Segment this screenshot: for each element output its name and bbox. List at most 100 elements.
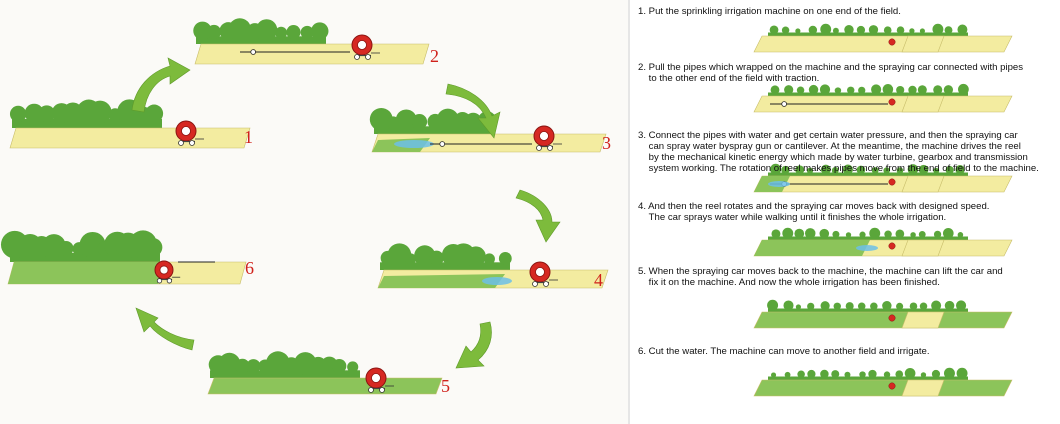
- hedge: [768, 172, 968, 176]
- irrigation-machine: [365, 367, 394, 393]
- water-spray: [856, 245, 878, 251]
- step-2-text: 2. Pull the pipes which wrapped on the m…: [638, 62, 1024, 84]
- tree: [797, 370, 805, 379]
- step-irrigated: [754, 240, 870, 256]
- step-scene: [753, 23, 1013, 53]
- wheel: [532, 281, 538, 287]
- tree: [332, 358, 347, 374]
- tree: [932, 23, 944, 35]
- tree: [807, 302, 815, 310]
- tree: [856, 165, 866, 175]
- tree-line: [768, 163, 968, 176]
- hedge: [196, 36, 326, 44]
- tree: [883, 167, 890, 174]
- tree: [58, 240, 74, 256]
- tree: [896, 167, 904, 174]
- tree: [771, 229, 781, 239]
- tree: [868, 369, 877, 379]
- tree: [918, 230, 926, 238]
- tree: [955, 165, 965, 175]
- tree: [871, 84, 882, 95]
- tree: [907, 164, 919, 175]
- tree: [820, 23, 832, 35]
- irrigation-machine: [175, 120, 204, 146]
- tree: [883, 26, 892, 35]
- tree: [387, 243, 412, 268]
- tree: [869, 227, 881, 239]
- tree: [769, 25, 779, 35]
- tree-line: [768, 23, 968, 36]
- tree: [956, 367, 968, 379]
- hedge: [210, 370, 360, 378]
- step-3-text: 3. Connect the pipes with water and get …: [638, 130, 1039, 174]
- tree: [395, 109, 417, 131]
- tree: [868, 25, 879, 35]
- field-stage-2: [194, 43, 430, 65]
- tree-line: [768, 367, 968, 380]
- spraying-car: [781, 101, 787, 107]
- tree: [842, 164, 853, 175]
- wheel: [189, 140, 195, 146]
- stage-number-1: 1: [244, 127, 253, 147]
- next-field: [901, 35, 945, 53]
- tree: [847, 86, 855, 94]
- tree: [404, 253, 417, 265]
- tree: [808, 25, 818, 35]
- reel-hub: [181, 126, 191, 136]
- cycle-arrow: [135, 307, 195, 351]
- tree: [465, 246, 486, 267]
- next-field: [901, 311, 945, 329]
- step-5-text: 5. When the spraying car moves back to t…: [638, 266, 1003, 288]
- tree-line: [9, 99, 164, 128]
- tree: [895, 229, 905, 239]
- steps-illustration: [753, 23, 1013, 397]
- tree: [920, 372, 927, 378]
- tree: [944, 26, 953, 35]
- next-field: [901, 175, 945, 193]
- reel-hub: [159, 265, 169, 275]
- next-field: [901, 95, 945, 113]
- tree: [884, 230, 892, 238]
- next-field: [901, 239, 945, 257]
- tree: [883, 371, 891, 378]
- cycle-diagram-illustration: [0, 18, 609, 395]
- step-scene: [753, 367, 1013, 397]
- tree: [942, 227, 954, 239]
- tree: [436, 108, 459, 131]
- tree: [820, 301, 830, 311]
- tree: [831, 370, 840, 379]
- tree: [781, 26, 790, 34]
- tree: [957, 232, 964, 238]
- tree-line: [767, 299, 968, 312]
- reel-hub: [539, 131, 549, 141]
- tree: [805, 228, 816, 239]
- tree: [896, 302, 904, 310]
- tree: [38, 105, 56, 123]
- water-spray: [768, 181, 790, 187]
- tree: [832, 27, 839, 34]
- step-4-text: 4. And then the reel rotates and the spr…: [638, 201, 990, 223]
- stage-number-4: 4: [594, 270, 603, 290]
- tree: [206, 24, 222, 40]
- irrigated-area: [378, 274, 505, 288]
- tree: [845, 302, 854, 311]
- tree-line: [369, 107, 497, 134]
- tree-line: [768, 227, 968, 240]
- field-stage-5: [207, 377, 443, 395]
- water-spray: [482, 277, 512, 285]
- hedge: [768, 308, 968, 312]
- stage-number-5: 5: [441, 376, 450, 396]
- tree: [859, 371, 866, 378]
- tree: [286, 25, 301, 40]
- step-reel: [888, 38, 896, 46]
- tree: [784, 371, 791, 378]
- cycle-arrow: [131, 57, 191, 113]
- tree: [870, 302, 878, 311]
- step-field: [753, 311, 1013, 329]
- tree: [771, 372, 777, 378]
- stage-number-6: 6: [245, 258, 254, 278]
- tree: [858, 86, 866, 94]
- panel-divider: [628, 0, 630, 424]
- tree: [896, 85, 905, 95]
- stage-number-2: 2: [430, 46, 439, 66]
